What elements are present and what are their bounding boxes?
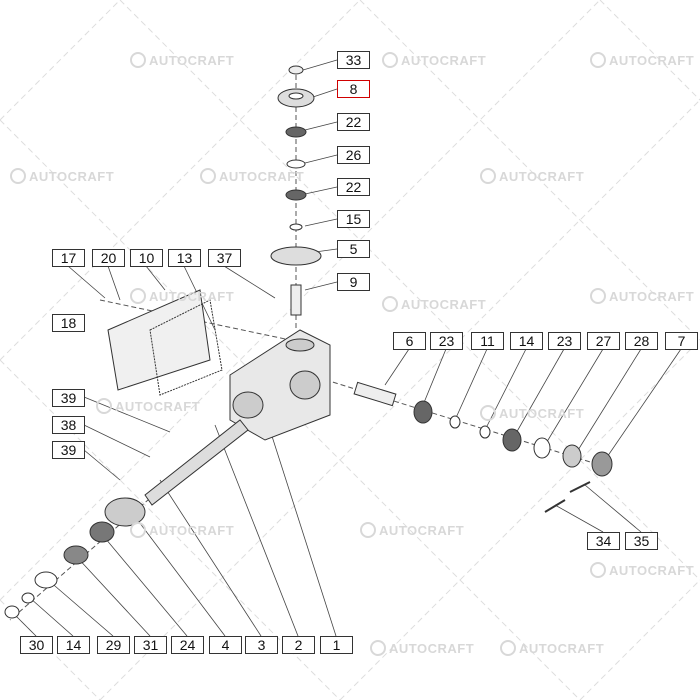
watermark: AUTOCRAFT xyxy=(96,398,200,414)
part-35-pin xyxy=(569,481,591,493)
watermark: AUTOCRAFT xyxy=(130,288,234,304)
part-label-23[interactable]: 23 xyxy=(430,332,463,350)
watermark: AUTOCRAFT xyxy=(360,522,464,538)
part-label-8-highlighted[interactable]: 8 xyxy=(337,80,370,98)
part-26-ring xyxy=(286,159,306,169)
part-label-39[interactable]: 39 xyxy=(52,441,85,459)
part-label-14[interactable]: 14 xyxy=(57,636,90,654)
part-label-22[interactable]: 22 xyxy=(337,113,370,131)
part-label-6[interactable]: 6 xyxy=(393,332,426,350)
part-4-hub xyxy=(104,497,146,527)
watermark: AUTOCRAFT xyxy=(480,405,584,421)
part-label-5[interactable]: 5 xyxy=(337,240,370,258)
part-label-17[interactable]: 17 xyxy=(52,249,85,267)
part-22-bearing-2 xyxy=(285,189,307,201)
watermark: AUTOCRAFT xyxy=(500,640,604,656)
part-label-28[interactable]: 28 xyxy=(625,332,658,350)
part-10-cover xyxy=(107,289,211,391)
watermark: AUTOCRAFT xyxy=(590,562,694,578)
part-22-bearing xyxy=(285,126,307,138)
part-label-38[interactable]: 38 xyxy=(52,416,85,434)
part-label-13[interactable]: 13 xyxy=(168,249,201,267)
part-label-30[interactable]: 30 xyxy=(20,636,53,654)
part-31-seal xyxy=(63,545,89,565)
part-33-nut xyxy=(288,65,304,75)
part-label-23[interactable]: 23 xyxy=(548,332,581,350)
part-label-37[interactable]: 37 xyxy=(208,249,241,267)
part-29-washer xyxy=(34,571,58,589)
part-label-7[interactable]: 7 xyxy=(665,332,698,350)
part-label-4[interactable]: 4 xyxy=(209,636,242,654)
watermark: AUTOCRAFT xyxy=(590,52,694,68)
watermark: AUTOCRAFT xyxy=(590,288,694,304)
part-label-10[interactable]: 10 xyxy=(130,249,163,267)
part-label-3[interactable]: 3 xyxy=(245,636,278,654)
watermark: AUTOCRAFT xyxy=(382,296,486,312)
part-label-29[interactable]: 29 xyxy=(97,636,130,654)
part-11-circlip xyxy=(449,415,461,429)
part-34-pin xyxy=(544,499,566,513)
part-label-26[interactable]: 26 xyxy=(337,146,370,164)
part-label-27[interactable]: 27 xyxy=(587,332,620,350)
part-28-washer xyxy=(562,444,582,468)
part-label-9[interactable]: 9 xyxy=(337,273,370,291)
part-14-circlip-2 xyxy=(479,425,491,439)
part-label-20[interactable]: 20 xyxy=(92,249,125,267)
part-label-1[interactable]: 1 xyxy=(320,636,353,654)
part-label-11[interactable]: 11 xyxy=(471,332,504,350)
part-label-18[interactable]: 18 xyxy=(52,314,85,332)
watermark: AUTOCRAFT xyxy=(382,52,486,68)
part-label-15[interactable]: 15 xyxy=(337,210,370,228)
leader-lines xyxy=(11,59,682,637)
part-label-34[interactable]: 34 xyxy=(587,532,620,550)
watermark: AUTOCRAFT xyxy=(480,168,584,184)
part-7-nut xyxy=(591,451,613,477)
watermark: AUTOCRAFT xyxy=(130,52,234,68)
part-label-33[interactable]: 33 xyxy=(337,51,370,69)
part-label-35[interactable]: 35 xyxy=(625,532,658,550)
part-27-ring xyxy=(533,437,551,459)
part-24-bearing xyxy=(89,521,115,543)
part-label-22[interactable]: 22 xyxy=(337,178,370,196)
part-14-circlip xyxy=(21,592,35,604)
part-label-24[interactable]: 24 xyxy=(171,636,204,654)
watermark: AUTOCRAFT xyxy=(370,640,474,656)
part-label-39[interactable]: 39 xyxy=(52,389,85,407)
part-6-shaft xyxy=(353,381,397,407)
watermark: AUTOCRAFT xyxy=(130,522,234,538)
part-30-ring xyxy=(4,605,20,619)
part-9-shaft xyxy=(290,284,302,316)
part-23-bearing xyxy=(413,400,433,424)
part-label-31[interactable]: 31 xyxy=(134,636,167,654)
watermark: AUTOCRAFT xyxy=(200,168,304,184)
part-13-gasket xyxy=(149,299,223,396)
watermark: AUTOCRAFT xyxy=(10,168,114,184)
part-label-2[interactable]: 2 xyxy=(282,636,315,654)
parts xyxy=(4,65,613,619)
part-3-shaft xyxy=(144,419,249,506)
part-5-gear xyxy=(270,246,322,266)
part-label-14[interactable]: 14 xyxy=(510,332,543,350)
part-15-circlip xyxy=(289,223,303,231)
part-23-bearing-2 xyxy=(502,428,522,452)
